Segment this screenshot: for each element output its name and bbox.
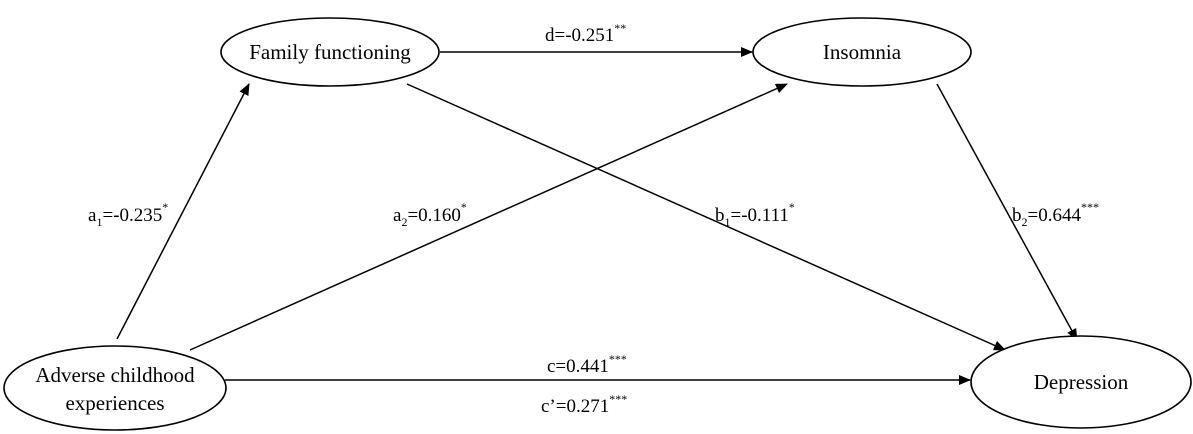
label-c-prime: c’=0.271*** (541, 392, 627, 417)
label-b2: b2=0.644*** (1012, 200, 1099, 229)
edge-b2 (936, 83, 1078, 341)
edge-a2 (189, 83, 788, 351)
adverse-childhood-label-line1: Adverse childhood (35, 363, 195, 387)
insomnia-label: Insomnia (823, 40, 902, 64)
edge-a1 (116, 83, 250, 340)
label-c: c=0.441*** (547, 352, 627, 377)
adverse-childhood-label-line2: experiences (65, 391, 164, 415)
family-functioning-label: Family functioning (249, 40, 411, 64)
label-a2: a2=0.160* (393, 200, 467, 229)
node-family-functioning: Family functioning (220, 17, 440, 87)
label-d: d=-0.251** (545, 21, 626, 46)
node-insomnia: Insomnia (752, 17, 972, 87)
node-adverse-childhood-experiences: Adverse childhood experiences (3, 345, 227, 431)
label-a1: a1=-0.235* (88, 200, 168, 229)
depression-label: Depression (1034, 370, 1129, 394)
node-depression: Depression (970, 335, 1192, 429)
label-b1: b1=-0.111* (715, 200, 795, 229)
edge-b1 (406, 83, 1006, 351)
